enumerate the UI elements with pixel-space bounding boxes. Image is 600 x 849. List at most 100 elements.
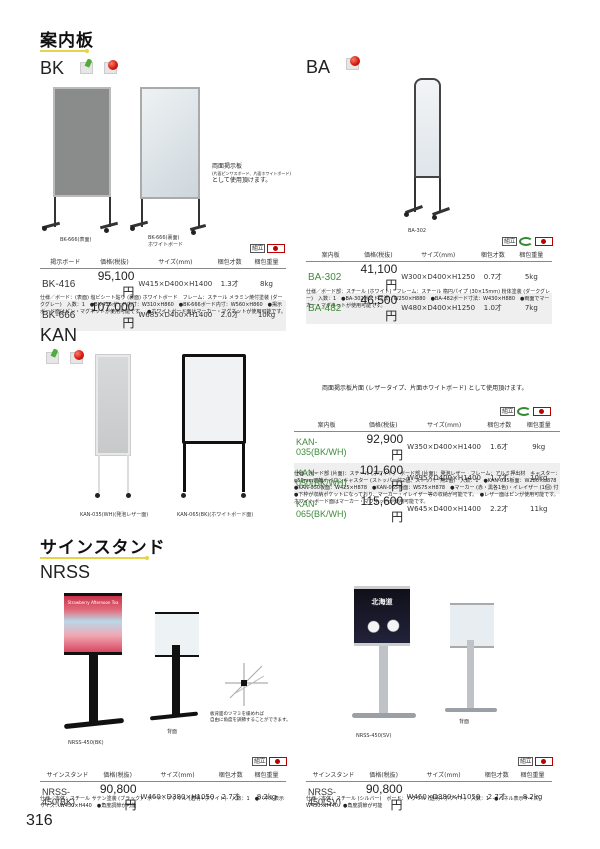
col-header: サイズ(mm) [140,768,215,782]
col-header: 梱包重量 [510,248,552,262]
size-cell: W460×D380×H1050 [406,793,481,801]
stand-foot [99,221,119,230]
col-header: サインスタンド [40,768,95,782]
bk-whiteboard-image [140,87,200,199]
col-header: 梱包才数 [475,248,511,262]
sai-cell: 1.0才 [475,292,511,324]
caption-nrss-back2: 背面 [459,719,470,725]
col-header: 梱包才数 [214,768,248,782]
stand-leg [109,197,111,227]
stand-leg [141,199,143,227]
caster [104,228,109,233]
assembly-mark-icon: 組立 [518,757,534,766]
table-row: NRSS-450(BK) 90,800円 W460×D380×H1050 2.7… [40,781,286,813]
table-row: BA-302 41,100円 W300×D400×H1250 0.7才 5kg [306,261,552,293]
series-title-ba: BA [306,57,331,77]
caption-kan-035: KAN-035(WH)(発泡レザー面) [80,512,149,518]
kan-035-leather-board-image [96,355,130,455]
price-cell: 90,800円 [365,781,403,812]
caster [42,226,47,231]
col-header: 価格(税抜) [94,768,141,782]
ba-spec-table: 案内板 価格(税抜) サイズ(mm) 梱包才数 梱包重量 BA-302 41,1… [306,248,552,324]
table-row: NRSS-450(SV) 90,800円 W460×D380×H1050 2.7… [306,781,552,813]
caster [95,493,100,498]
kan-product-marks: 組立 [500,407,552,416]
sai-cell: 2.7才 [221,793,240,801]
col-header: 梱包重量 [517,418,560,432]
nrss-bk-spec-notes: 仕様／本体：スチール サテン塗装 (ブラック) ボード：アクリル (透明+ホワイ… [40,796,285,809]
caption-nrss-bk: NRSS-450(BK) [68,740,104,746]
weight-cell: 10kg [517,462,560,494]
angle-adjust-note: 板背面のツマミを緩めれば 自由に角度を調節することができます。 [210,712,291,724]
sai-cell: 2.2才 [490,505,509,513]
series-title-kan: KAN [40,325,78,345]
japan-flag-icon [535,237,554,246]
sai-cell: 1.6才 [490,443,509,451]
caster [181,493,186,498]
nrss-sv-poster-image: 北海道 [354,586,410,646]
nrss-bk-product-marks: 組立 [252,757,288,766]
poster-title: Strawberry Afternoon Tea [67,600,119,605]
section-underline [40,49,89,53]
stand-leg [198,199,200,227]
model-cell: KAN-035(BK/WH) [296,437,347,457]
col-header: サインスタンド [306,768,361,782]
section-title-annaiban: 案内板 [40,31,94,51]
weight-cell: 8kg [260,280,273,288]
angle-adjust-diagram-icon [225,663,268,706]
size-cell: W685×D400×H1400 [138,299,213,331]
caster [432,215,437,220]
japan-flag-icon [535,757,554,766]
caster [130,226,135,231]
col-header: 案内板 [294,418,360,432]
green-purchase-icon [519,237,534,246]
price-cell: 107,000円 [90,299,139,331]
col-header: 価格(税抜) [359,418,408,432]
stand-leg [414,178,416,212]
nrss-sv-product-marks: 組立 [518,757,554,766]
stand-pole [467,640,474,710]
caption-nrss-sv: NRSS-450(SV) [356,733,392,739]
japan-flag-icon [269,757,288,766]
caption-bk-whiteboard: ホワイトボード [148,242,184,248]
col-header: 梱包才数 [481,418,518,432]
poster-title: 北海道 [371,598,393,606]
caption-nrss-back: 背面 [167,729,178,735]
size-cell: W645×D400×H1400 [407,505,482,513]
magnet-badge [344,56,360,76]
model-cell: NRSS-450(SV) [308,787,342,807]
model-cell: BK-666 [40,299,91,331]
caster [191,230,196,235]
price-cell: 95,100円 [97,268,135,299]
col-header: サイズ(mm) [138,255,213,269]
pushpin-icon [45,352,59,364]
weight-cell: 10kg [247,299,286,331]
assembly-mark-icon: 組立 [502,237,518,246]
green-purchase-icon [517,407,532,416]
note-line: 両面掲示板 [212,163,243,170]
note-line: (片面ピンサスボード、片面ホワイトボード) [212,171,291,176]
size-cell: W495×D400×H1400 [407,462,482,494]
kan-065-whiteboard-image [182,354,246,444]
bk-product-marks: 組立 [250,244,286,253]
bk-pin-board-image [53,87,111,197]
sai-cell: 2.7才 [487,793,506,801]
caster [241,493,246,498]
bk-spec-table: 掲示ボード 価格(税抜) サイズ(mm) 梱包才数 梱包重量 BK-416 95… [40,255,286,331]
col-header: 梱包重量 [247,768,286,782]
stand-base [352,713,416,718]
model-cell: BA-302 [308,271,342,283]
caption-bk-back: BK-666(裏面) [148,235,180,241]
model-cell: NRSS-450(BK) [42,787,76,807]
model-cell: KAN-065(BK/WH) [296,499,347,519]
col-header: サイズ(mm) [401,248,476,262]
caption-bk-front: BK-666(表面) [60,237,92,243]
size-cell: W350×D400×H1400 [407,443,482,451]
section-title-sign-stand: サインスタンド [40,538,166,558]
weight-cell: 8.2kg [256,793,277,801]
sai-cell: 0.7才 [483,273,502,281]
kan-spec-table: 案内板 価格(税抜) サイズ(mm) 梱包才数 梱包重量 KAN-035(BK/… [294,418,560,525]
price-cell: 101,600円 [359,462,408,494]
magnet-badge [102,60,118,80]
size-cell: W480×D400×H1250 [401,292,476,324]
